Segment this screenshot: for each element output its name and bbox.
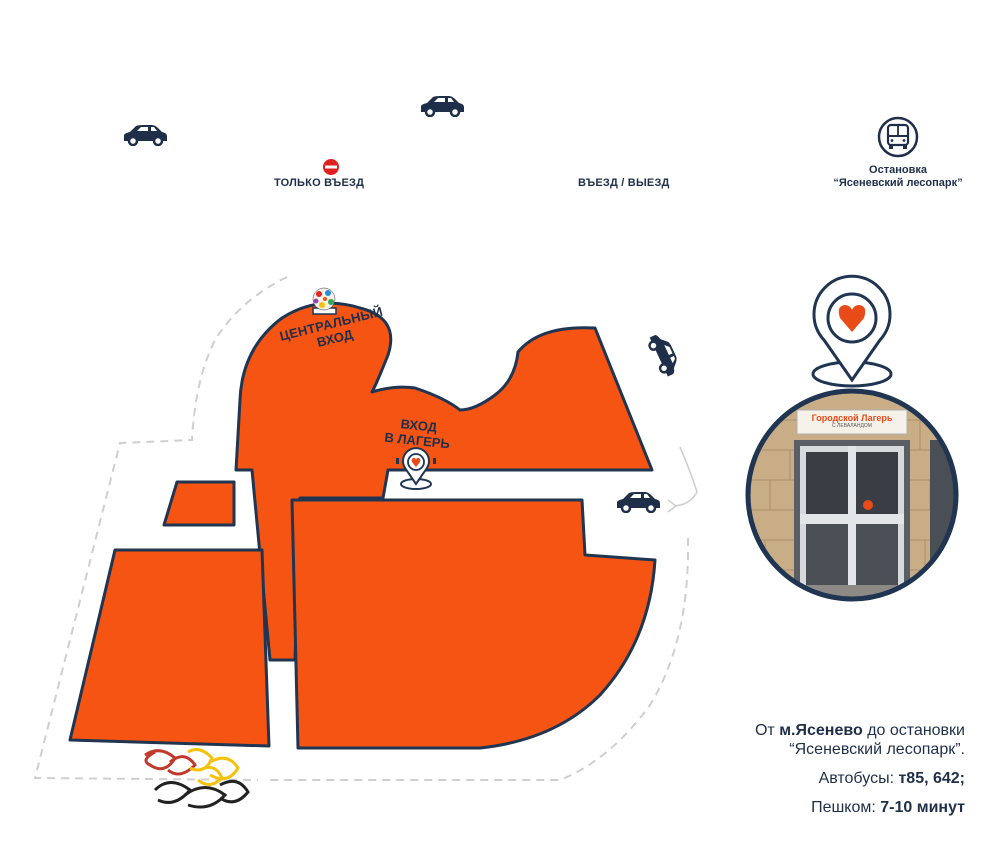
building-right-block: [290, 498, 657, 750]
only-entry-label: ТОЛЬКО ВЪЕЗД: [274, 177, 365, 189]
location-pin-icon: [811, 274, 893, 388]
car-icon: [419, 95, 466, 117]
buses-value: т85, 642;: [898, 770, 965, 787]
bus-stop-label-line1: Остановка: [869, 164, 927, 176]
walk-line: Пешком: 7-10 минут: [811, 799, 965, 817]
bus-stop-icon: [877, 116, 919, 158]
buses-line: Автобусы: т85, 642;: [819, 770, 965, 788]
walk-value: 7-10 минут: [880, 799, 965, 816]
metro-station: м.Ясенево: [779, 722, 863, 739]
walkway-path: [33, 276, 698, 781]
photo-sign-title: Городской Лагерь: [811, 413, 893, 423]
car-icon: [644, 329, 684, 380]
rings-decoration: [144, 748, 250, 809]
walk-label: Пешком:: [811, 799, 881, 816]
photo-sign-subtitle: С ЛЕВАЛАНДОМ: [832, 423, 872, 429]
bus-stop-label-line2: “Ясеневский лесопарк”: [833, 177, 963, 189]
building-main-complex: [234, 301, 654, 662]
directions-prefix: От: [754, 722, 780, 739]
car-icon: [122, 124, 169, 146]
no-entry-icon: [323, 159, 339, 175]
directions-line2: “Ясеневский лесопарк”.: [789, 741, 965, 758]
directions-suffix: до остановки: [862, 722, 965, 739]
car-icon: [615, 491, 662, 513]
buildings: [68, 301, 657, 750]
heart-pin-icon: [396, 447, 436, 490]
camp-logo-icon: [312, 287, 337, 315]
bus-stop-label: Остановка “Ясеневский лесопарк”: [823, 164, 973, 190]
entry-exit-label: ВЪЕЗД / ВЫЕЗД: [578, 177, 670, 189]
buses-label: Автобусы:: [818, 770, 899, 787]
directions-line1: От м.Ясенево до остановки: [755, 722, 965, 740]
building-left-block: [68, 548, 271, 748]
photo-sign: Городской Лагерь С ЛЕВАЛАНДОМ: [803, 413, 901, 430]
building-small-block: [162, 480, 236, 527]
